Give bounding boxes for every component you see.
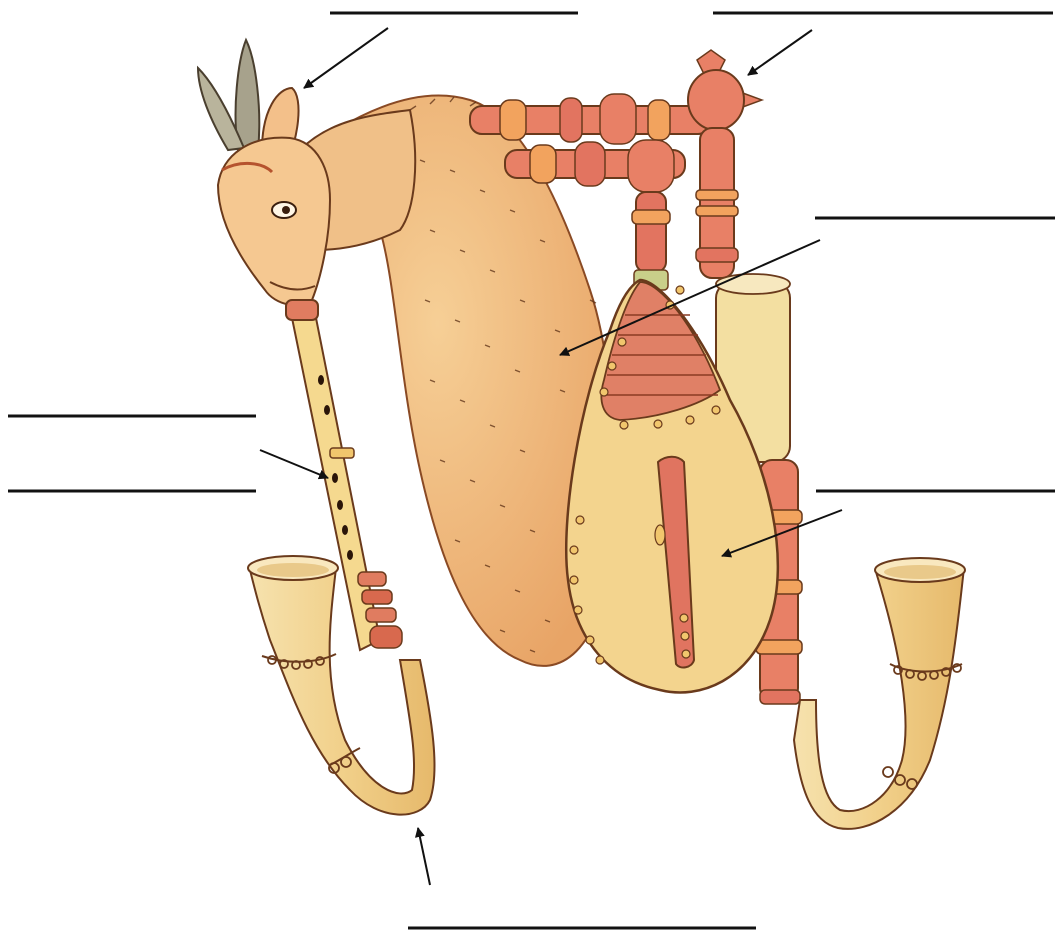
arrow-to-goat-head (304, 28, 388, 88)
arrow-to-horn-bottom (418, 828, 430, 885)
right-horn (794, 558, 965, 829)
goat-head (198, 40, 415, 305)
left-horn (248, 556, 435, 815)
arrow-to-drone-top (748, 30, 812, 75)
arrow-to-chanter (260, 450, 328, 478)
